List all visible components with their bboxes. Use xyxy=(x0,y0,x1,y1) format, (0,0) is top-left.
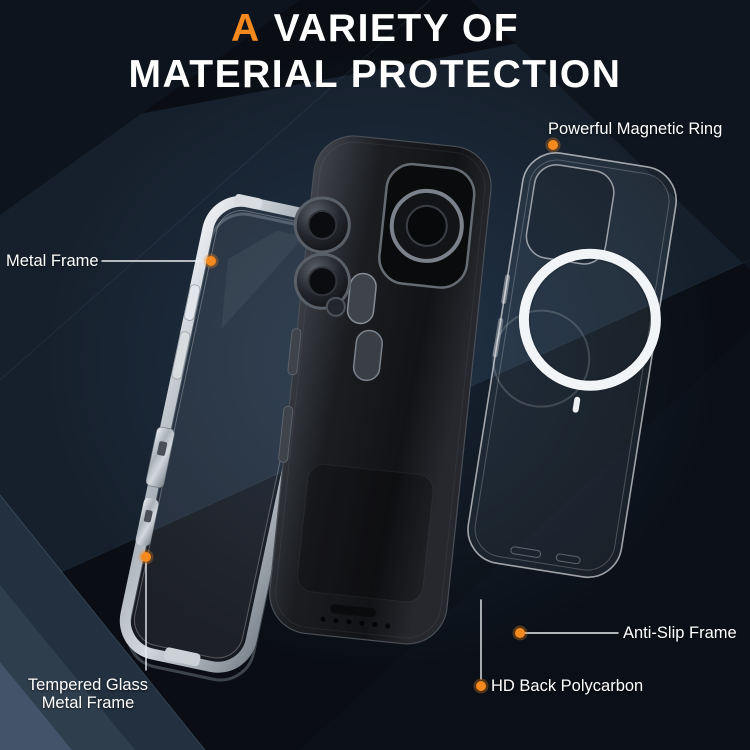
tempered-glass-label-line1: Tempered Glass xyxy=(27,676,149,694)
panel-bottom-slot xyxy=(510,546,542,558)
frame-top-tab xyxy=(234,194,263,210)
background-top-left-panel xyxy=(0,0,300,215)
speaker-hole xyxy=(385,623,391,629)
metal-frame-callout-dot xyxy=(206,256,216,266)
camera-ring-inner xyxy=(405,204,448,247)
clear-panel-inner-edge xyxy=(474,159,670,571)
callout-annotations xyxy=(101,137,619,694)
anti-slip-callout-dot xyxy=(515,628,525,638)
speaker-hole xyxy=(346,619,352,625)
speaker-hole xyxy=(359,620,365,626)
magnetic-ring-label: Powerful Magnetic Ring xyxy=(548,120,723,138)
flash-lens xyxy=(325,296,346,317)
frame-latch xyxy=(145,426,175,488)
glass-sheen xyxy=(221,230,305,330)
frame-bottom-tab xyxy=(164,647,201,667)
tempered-glass-callout-dot xyxy=(141,552,151,562)
ring-alignment-tick xyxy=(572,396,581,413)
frame-latch-slot-2 xyxy=(143,509,153,523)
metal-frame-label: Metal Frame xyxy=(6,252,99,270)
tempered-glass-label: Tempered Glass Metal Frame xyxy=(8,676,168,712)
case-inner-highlight xyxy=(275,141,486,639)
case-side-button xyxy=(287,328,302,376)
camera-lens-pupil xyxy=(307,209,338,240)
magnetic-ring xyxy=(518,248,661,391)
magnetic-ring-inner-shadow xyxy=(529,259,651,381)
title-line1: A VARIETY OF xyxy=(0,6,750,52)
tempered-glass-label-line2: Metal Frame xyxy=(41,694,135,713)
speaker-hole xyxy=(372,622,378,628)
camera-bump-side xyxy=(346,272,377,325)
frame-button-cutout xyxy=(183,284,201,321)
camera-bump-side-2 xyxy=(352,329,383,382)
panel-button-cutout-2 xyxy=(492,317,504,358)
case-body-piece xyxy=(269,135,492,645)
speaker-hole xyxy=(333,617,339,624)
speaker-hole xyxy=(320,616,326,622)
page-title: A VARIETY OF MATERIAL PROTECTION xyxy=(0,6,750,98)
clear-back-panel-piece xyxy=(467,152,677,579)
charging-coil-outline xyxy=(492,309,591,408)
frame-latch-2 xyxy=(135,497,159,547)
case-side-button-2 xyxy=(278,405,294,463)
magnetic-ring-callout-dot xyxy=(548,140,558,150)
panel-button-cutout xyxy=(501,274,511,305)
title-line1-rest: VARIETY OF xyxy=(273,7,520,50)
background-bottom-left-wedge-3 xyxy=(0,662,72,750)
hd-back-callout-dot xyxy=(476,681,486,691)
background-wedge-highlight xyxy=(0,494,206,750)
case-charge-port xyxy=(330,604,377,618)
kickstand-panel xyxy=(297,463,434,603)
panel-bottom-slot-2 xyxy=(555,553,581,565)
title-accent-letter: A xyxy=(230,7,261,50)
anti-slip-label: Anti-Slip Frame xyxy=(623,624,737,642)
title-line2: MATERIAL PROTECTION xyxy=(128,53,622,96)
hd-back-label: HD Back Polycarbon xyxy=(491,677,644,695)
frame-latch-slot xyxy=(157,441,168,456)
frame-button-cutout-2 xyxy=(171,331,191,380)
camera-lens-2-pupil xyxy=(307,266,338,297)
